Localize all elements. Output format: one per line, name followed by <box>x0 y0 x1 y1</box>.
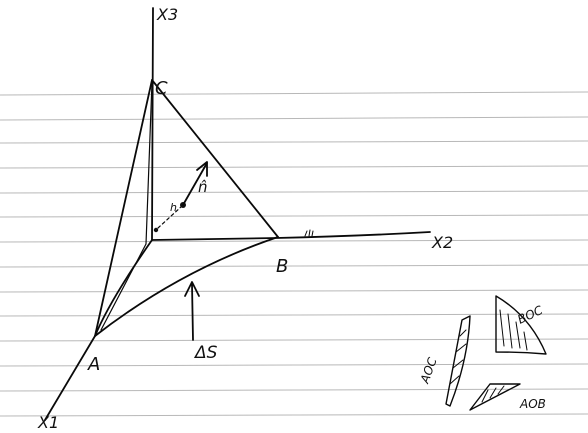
face-aoc-hatch <box>449 329 467 385</box>
x2-axis-line <box>151 231 431 241</box>
ruled-lines <box>0 91 588 417</box>
tetrahedron-edges <box>94 79 279 337</box>
face-aob-label: AOB <box>519 397 546 411</box>
x3-axis-label: X3 <box>156 5 178 24</box>
face-aob-shape <box>469 383 521 411</box>
edge-ab <box>94 236 279 337</box>
face-aob-hatch <box>481 385 505 403</box>
h-label: h <box>170 201 177 214</box>
x2-axis-label: X2 <box>431 233 453 252</box>
point-a-label: A <box>87 354 100 375</box>
face-boc-hatch <box>499 309 528 351</box>
axis-mark <box>304 229 314 237</box>
x3-axis-line <box>151 7 154 241</box>
normal-arrow-head <box>196 161 208 177</box>
point-b-label: B <box>276 256 288 277</box>
delta-s-label: ΔS <box>193 343 218 363</box>
x1-axis-label: X1 <box>37 413 59 432</box>
face-sketches <box>445 295 547 411</box>
normal-vector <box>153 161 208 233</box>
face-boc-label: BOC <box>515 303 545 327</box>
edge-cb <box>151 79 279 238</box>
edge-ca <box>94 79 153 337</box>
normal-arrow-shaft <box>182 162 208 206</box>
point-c-label: C <box>155 78 168 99</box>
face-aoc-label: AOC <box>417 355 440 386</box>
axes <box>44 7 431 421</box>
delta-s-arrow <box>184 281 200 341</box>
origin-point <box>153 227 159 233</box>
edge-hidden <box>100 81 153 331</box>
h-dotted-line <box>157 205 183 229</box>
face-aoc-shape <box>445 315 471 407</box>
face-boc-shape <box>495 295 547 355</box>
normal-label: n̂ <box>198 178 208 196</box>
